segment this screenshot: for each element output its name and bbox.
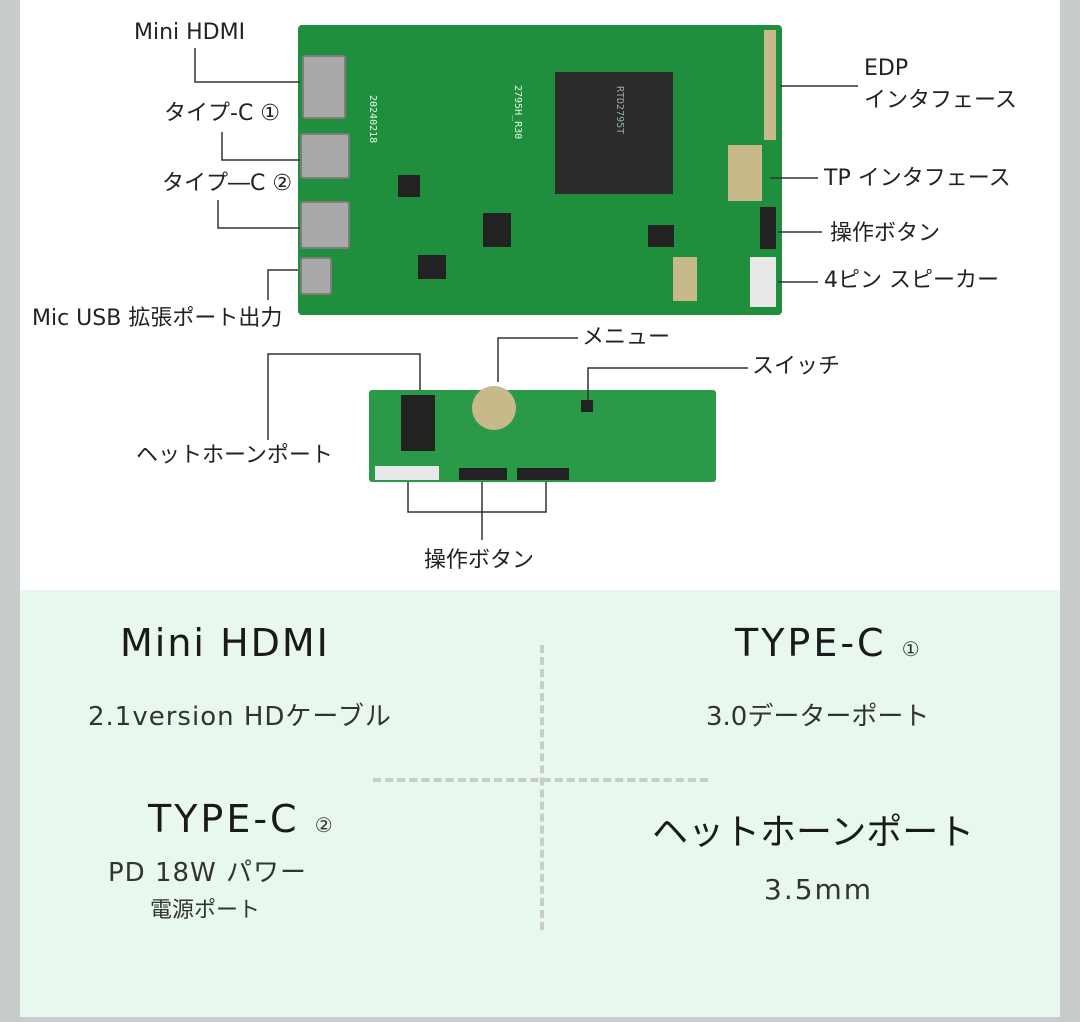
type-c-port-1 — [300, 133, 350, 179]
spec-type-c-2-sub1: PD 18W パワー — [108, 858, 308, 888]
menu-wheel — [472, 386, 516, 430]
ffc-connector-2 — [459, 468, 507, 480]
callout-lines — [194, 48, 858, 540]
mini-hdmi-port — [302, 55, 346, 119]
headphone-jack — [401, 395, 435, 451]
ffc-connector-1 — [375, 466, 439, 480]
label-edp-line1: EDP — [864, 56, 909, 81]
spec-type-c-1-sub: 3.0データーポート — [706, 702, 930, 732]
main-ic-chip: RTD2795T — [555, 72, 673, 194]
spec-mini-hdmi-sub: 2.1version HDケーブル — [88, 702, 392, 732]
line-headphone — [267, 353, 421, 440]
line-type-c-2 — [217, 200, 300, 229]
micro-usb-port — [300, 257, 332, 295]
label-mini-hdmi: Mini HDMI — [134, 20, 246, 45]
ic-small-2 — [648, 225, 674, 247]
label-headphone: ヘットホーンポート — [136, 443, 333, 468]
line-button-bottom — [407, 482, 547, 513]
label-control-button: 操作ボタン — [830, 221, 941, 246]
line-type-c-1 — [221, 132, 300, 161]
ic-small — [398, 175, 420, 197]
spec-type-c-1-mark: ① — [901, 637, 923, 661]
line-mic-usb — [267, 269, 298, 300]
edp-connector — [764, 30, 776, 140]
spec-type-c-2-mark: ② — [314, 813, 336, 837]
line-switch — [587, 367, 748, 400]
spec-type-c-2-title: TYPE-C ② — [148, 800, 336, 838]
label-switch: スイッチ — [752, 354, 841, 379]
label-type-c-2: タイプ―C ② — [162, 171, 293, 196]
label-mic-usb: Mic USB 拡張ポート出力 — [32, 306, 283, 331]
label-speaker: 4ピン スピーカー — [824, 268, 999, 293]
ffc-connector-3 — [517, 468, 569, 480]
spec-type-c-2-sub2: 電源ポート — [150, 898, 261, 923]
switch-component — [581, 400, 593, 412]
spec-type-c-2-title-text: TYPE-C — [148, 797, 300, 841]
label-type-c-1: タイプ-C ① — [164, 101, 281, 126]
inductor — [483, 213, 511, 247]
divider-vertical — [540, 645, 544, 930]
line-mini-hdmi — [194, 48, 300, 83]
spec-headphone-sub: 3.5mm — [764, 873, 874, 906]
label-control-button-bottom: 操作ボタン — [424, 548, 535, 573]
type-c-port-2 — [300, 201, 350, 249]
spec-type-c-1-title-text: TYPE-C — [735, 621, 887, 665]
coil — [673, 257, 697, 301]
tp-connector — [728, 145, 762, 201]
divider-horizontal — [373, 778, 708, 782]
button-connector — [760, 207, 776, 249]
label-edp-line2: インタフェース — [864, 88, 1017, 113]
button-board-image — [369, 386, 716, 482]
speaker-connector — [750, 257, 776, 307]
spec-mini-hdmi-title: Mini HDMI — [120, 621, 330, 665]
spec-type-c-1-title: TYPE-C ① — [735, 624, 923, 662]
main-board-image: 2795H_R30 20240218 — [298, 25, 782, 315]
ic-small-3 — [418, 255, 446, 279]
label-menu: メニュー — [582, 325, 671, 350]
line-menu — [497, 337, 578, 382]
label-tp-interface: TP インタフェース — [824, 166, 1011, 191]
spec-headphone-title: ヘットホーンポート — [652, 812, 975, 853]
